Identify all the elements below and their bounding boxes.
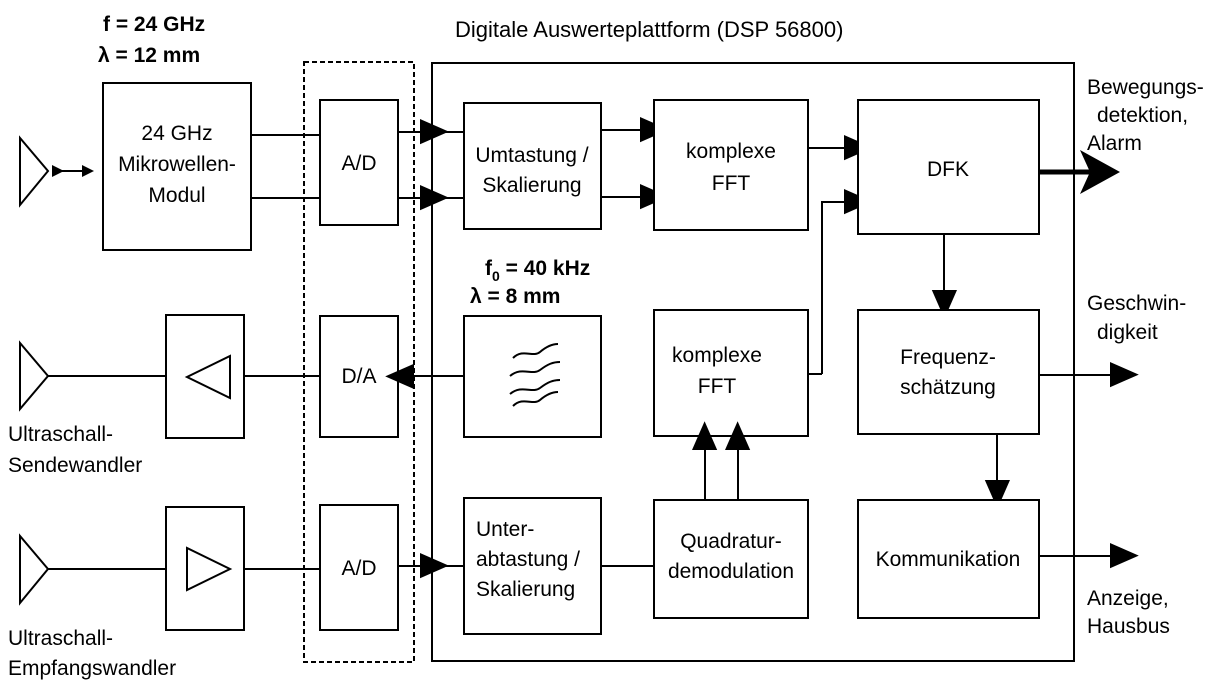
quadratur-block (653, 499, 809, 619)
quadratur-line-1: Quadratur- (680, 530, 782, 553)
output-bewegung-line-1: Bewegungs- (1087, 76, 1204, 99)
receive-transducer-line-1: Ultraschall- (8, 627, 113, 650)
umtastung-skalierung-block (463, 102, 602, 230)
output-speed-line-1: Geschwin- (1087, 292, 1186, 315)
unterabtastung-block (463, 497, 602, 635)
receive-antenna-icon (19, 533, 50, 606)
dsp-platform-frame (431, 62, 1075, 662)
output-display-line-2: Hausbus (1087, 615, 1170, 638)
ad-converter-bottom-block (319, 504, 399, 631)
ultrasound-frequency: f0 = 40 kHz (485, 257, 590, 284)
amplifier-left-icon (184, 354, 231, 400)
receive-amplifier-block (165, 506, 245, 631)
umtastung-line-2: Skalierung (482, 174, 581, 197)
dfk-block (857, 99, 1040, 235)
radar-antenna-icon (19, 135, 50, 208)
output-bewegung-line-3: Alarm (1087, 132, 1142, 155)
fft-bottom-line-1: komplexe (672, 344, 762, 367)
unterabtastung-line-3: Skalierung (476, 578, 575, 601)
dfk-label: DFK (927, 158, 969, 181)
amplifier-right-icon (186, 546, 233, 592)
output-bewegung-line-2: detektion, (1097, 104, 1188, 127)
ultrasound-wavelength: λ = 8 mm (470, 285, 560, 308)
fft-top-line-2: FFT (712, 172, 751, 195)
unterabtastung-line-1: Unter- (476, 518, 534, 541)
platform-title: Digitale Auswerteplattform (DSP 56800) (455, 17, 843, 42)
transmit-amplifier-block (165, 314, 245, 439)
complex-fft-top-block (653, 99, 809, 231)
receive-transducer-line-2: Empfangswandler (8, 657, 176, 680)
converter-group-frame (303, 61, 415, 663)
complex-fft-bottom-block (653, 309, 809, 437)
kommunikation-label: Kommunikation (876, 548, 1021, 571)
ad-converter-bottom-label: A/D (341, 557, 376, 580)
alarm-output-arrow-icon (1080, 150, 1120, 194)
fft-top-line-1: komplexe (686, 140, 776, 163)
frequenzschaetzung-block (857, 309, 1040, 435)
ad-converter-top-block (319, 99, 399, 226)
frequenz-line-2: schätzung (900, 376, 996, 399)
microwave-module-line-2: Mikrowellen- (118, 153, 236, 176)
quadratur-line-2: demodulation (668, 560, 794, 583)
fft-bottom-line-2: FFT (698, 375, 737, 398)
microwave-module-block (102, 82, 252, 251)
transmit-antenna-icon (19, 340, 50, 412)
frequenz-line-1: Frequenz- (900, 346, 996, 369)
da-converter-label: D/A (341, 365, 376, 388)
output-display-line-1: Anzeige, (1087, 587, 1169, 610)
umtastung-line-1: Umtastung / (475, 144, 588, 167)
ad-converter-top-label: A/D (341, 152, 376, 175)
microwave-module-line-1: 24 GHz (141, 122, 212, 145)
kommunikation-block (857, 499, 1040, 619)
radar-wavelength: λ = 12 mm (98, 44, 200, 67)
unterabtastung-line-2: abtastung / (476, 548, 580, 571)
transmit-transducer-line-1: Ultraschall- (8, 423, 113, 446)
filter-icon (509, 343, 561, 407)
filter-block (463, 315, 602, 438)
microwave-module-line-3: Modul (148, 184, 205, 207)
radar-frequency: f = 24 GHz (103, 13, 205, 36)
output-speed-line-2: digkeit (1097, 321, 1158, 344)
transmit-transducer-line-2: Sendewandler (8, 454, 142, 477)
da-converter-block (319, 315, 399, 438)
